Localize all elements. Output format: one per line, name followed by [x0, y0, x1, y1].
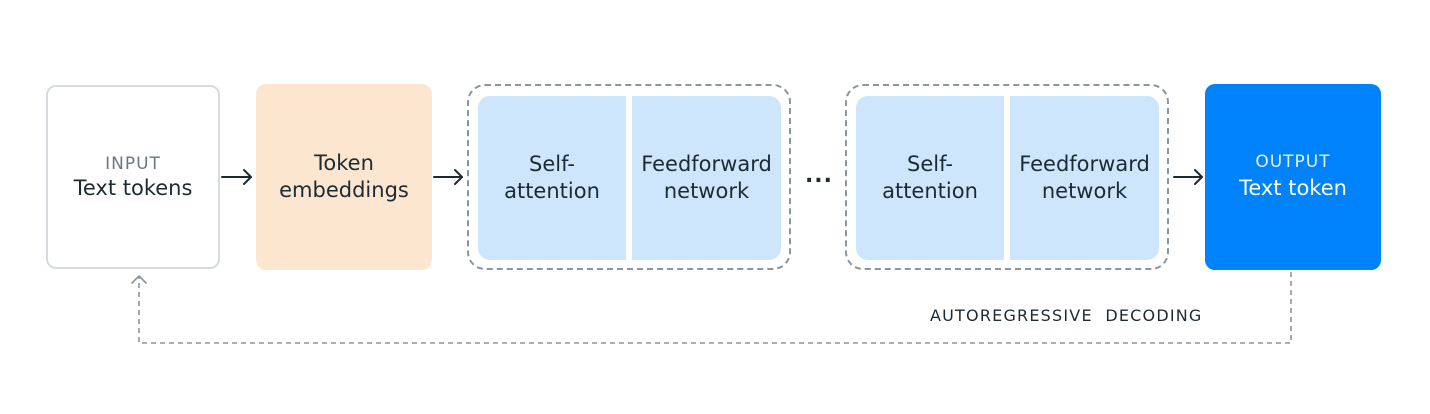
feedforward-label-line2: network [1041, 179, 1128, 203]
ellipsis: ... [804, 162, 834, 188]
embeddings-label-line2: embeddings [279, 178, 409, 202]
embeddings-label-line1: Token [314, 151, 374, 175]
self-attention-label-line1: Self- [529, 152, 575, 176]
self-attention-label-line2: attention [504, 179, 600, 203]
arrow-input-to-embeddings [221, 169, 252, 185]
arrow-block-to-output [1173, 169, 1203, 185]
input-node: INPUT Text tokens [46, 85, 220, 269]
transformer-block-2 [845, 84, 1169, 270]
feedforward-label-line2: network [663, 179, 750, 203]
input-label: Text tokens [73, 175, 193, 200]
self-attention-label-line2: attention [882, 179, 978, 203]
self-attention-label-line1: Self- [907, 152, 953, 176]
transformer-block-1 [467, 84, 791, 270]
output-node: OUTPUT Text token [1205, 84, 1381, 270]
arrow-embeddings-to-block [433, 169, 463, 185]
token-embeddings-node: Token embeddings [256, 84, 432, 270]
output-tag: OUTPUT [1255, 152, 1331, 172]
feedforward-label-line1: Feedforward [1019, 152, 1150, 176]
self-attention-node-1: Self- attention [478, 96, 626, 260]
feedforward-node-2: Feedforward network [1010, 96, 1159, 260]
loop-arrowhead [131, 275, 147, 284]
autoregressive-decoding-label: AUTOREGRESSIVE DECODING [930, 306, 1203, 325]
self-attention-node-2: Self- attention [856, 96, 1004, 260]
feedforward-label-line1: Feedforward [641, 152, 772, 176]
output-label: Text token [1239, 176, 1347, 200]
input-tag: INPUT [105, 153, 161, 174]
feedforward-node-1: Feedforward network [632, 96, 781, 260]
